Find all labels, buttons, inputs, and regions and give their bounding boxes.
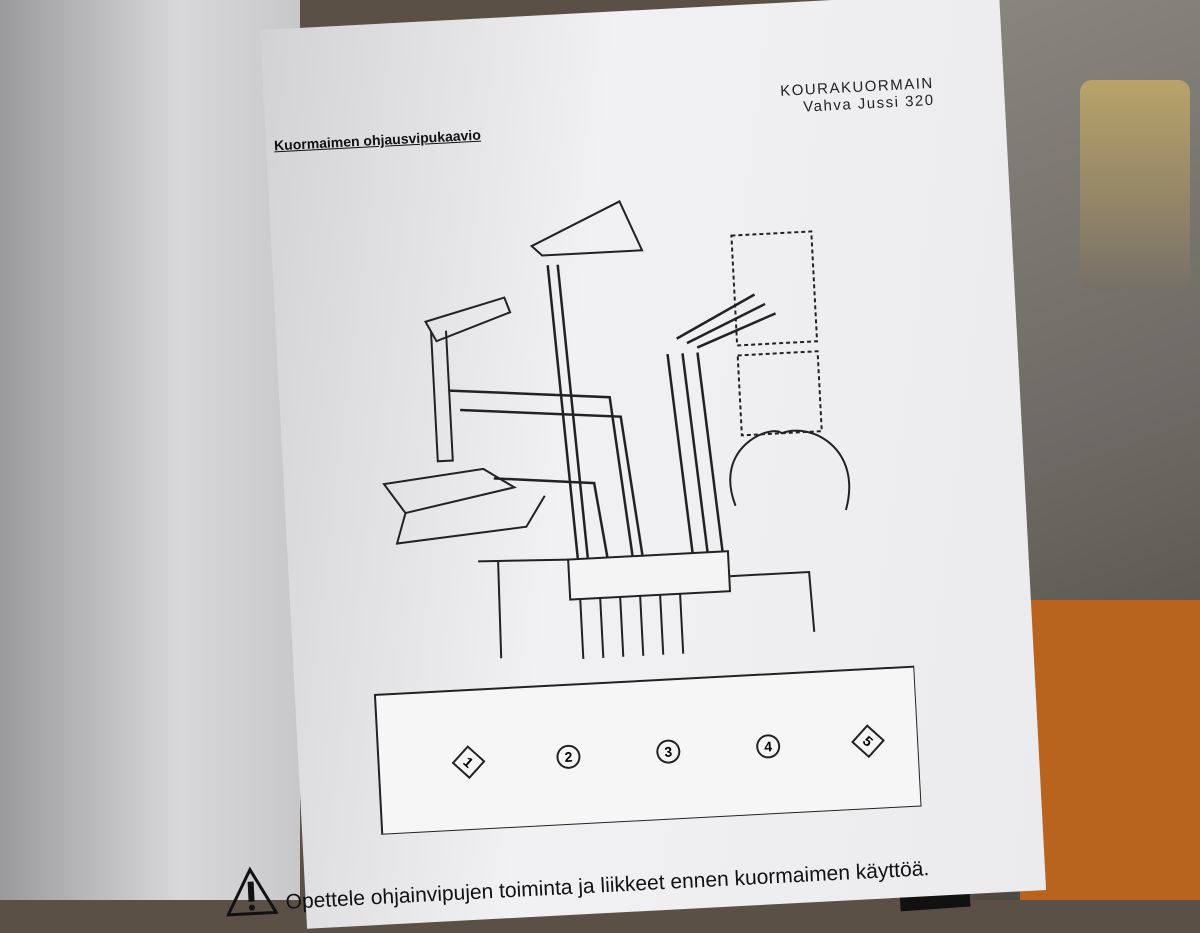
warning-triangle-icon — [225, 866, 279, 917]
page-title: Kuormaimen ohjausvipukaavio — [273, 126, 482, 154]
crane-control-diagram — [373, 200, 922, 836]
manual-page: KOURAKUORMAIN Vahva Jussi 320 Kuormaimen… — [225, 0, 1047, 929]
left-page — [0, 0, 300, 900]
lever-4-label: 4 — [755, 733, 781, 759]
orange-object — [1020, 600, 1200, 900]
hydraulic-hoses — [449, 264, 777, 565]
crane-illustration — [382, 200, 644, 545]
page-header: KOURAKUORMAIN Vahva Jussi 320 — [780, 75, 935, 117]
padlock — [1080, 80, 1190, 290]
lever-2-label: 2 — [555, 744, 581, 770]
control-valve-block — [478, 550, 816, 659]
warning-text: Opettele ohjainvipujen toiminta ja liikk… — [285, 857, 930, 914]
lever-3-label: 3 — [655, 739, 681, 765]
lever-function-chart — [373, 665, 922, 836]
warning-notice: Opettele ohjainvipujen toiminta ja liikk… — [224, 831, 930, 918]
grapple-illustration — [729, 230, 851, 511]
